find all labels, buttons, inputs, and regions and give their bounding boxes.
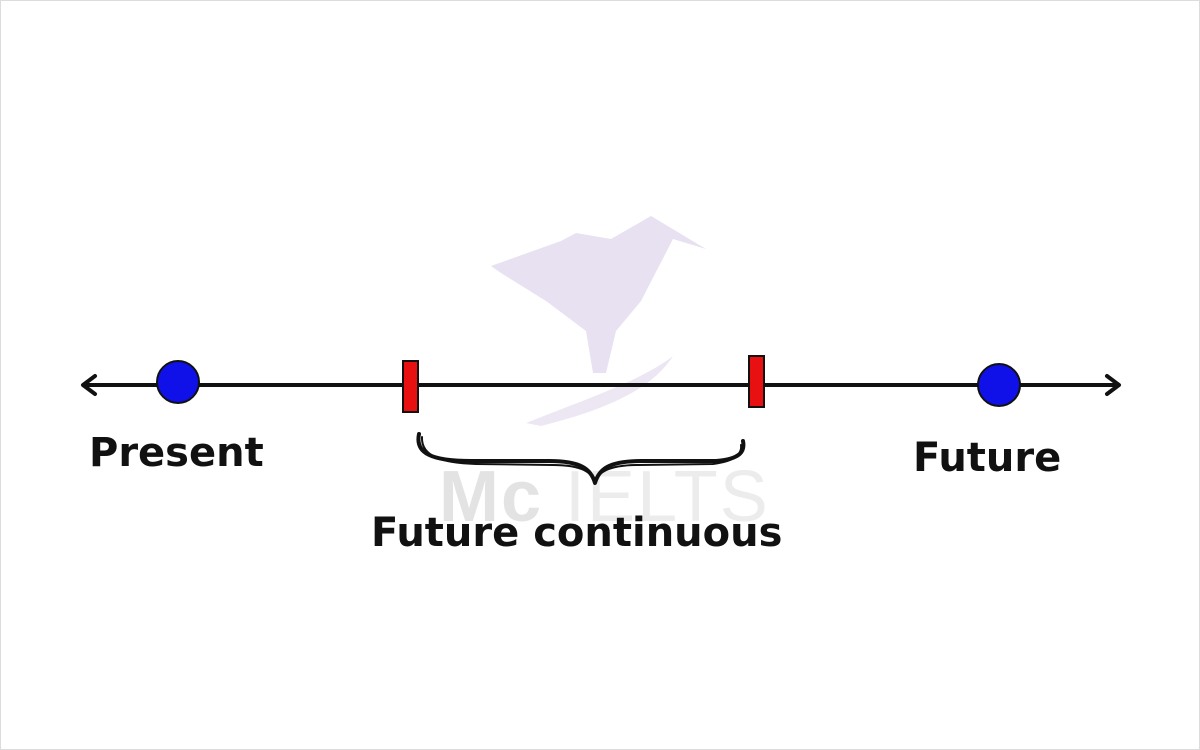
- arrow-right-icon: [1105, 374, 1121, 396]
- curly-brace-icon: [416, 432, 746, 485]
- present-point: [156, 360, 200, 404]
- present-label: Present: [89, 430, 264, 476]
- interval-end-marker: [748, 355, 765, 408]
- arrow-left-icon: [81, 374, 97, 396]
- interval-start-marker: [402, 360, 419, 413]
- future-label: Future: [913, 435, 1062, 481]
- future-point: [977, 363, 1021, 407]
- future-continuous-label: Future continuous: [371, 510, 783, 556]
- watermark-logo: [491, 216, 706, 426]
- watermark-text-bold: Mc: [439, 457, 544, 537]
